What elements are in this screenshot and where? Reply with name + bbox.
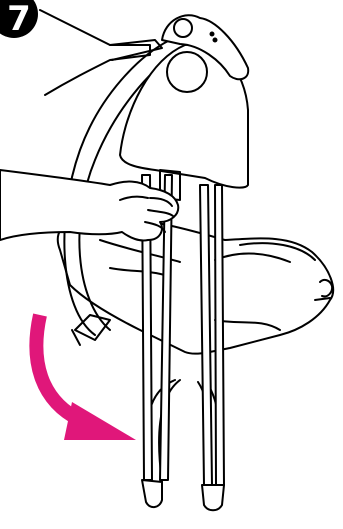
feet-icon	[142, 480, 224, 510]
lower-hand-icon	[0, 170, 178, 241]
fold-direction-arrow-icon	[36, 315, 136, 440]
